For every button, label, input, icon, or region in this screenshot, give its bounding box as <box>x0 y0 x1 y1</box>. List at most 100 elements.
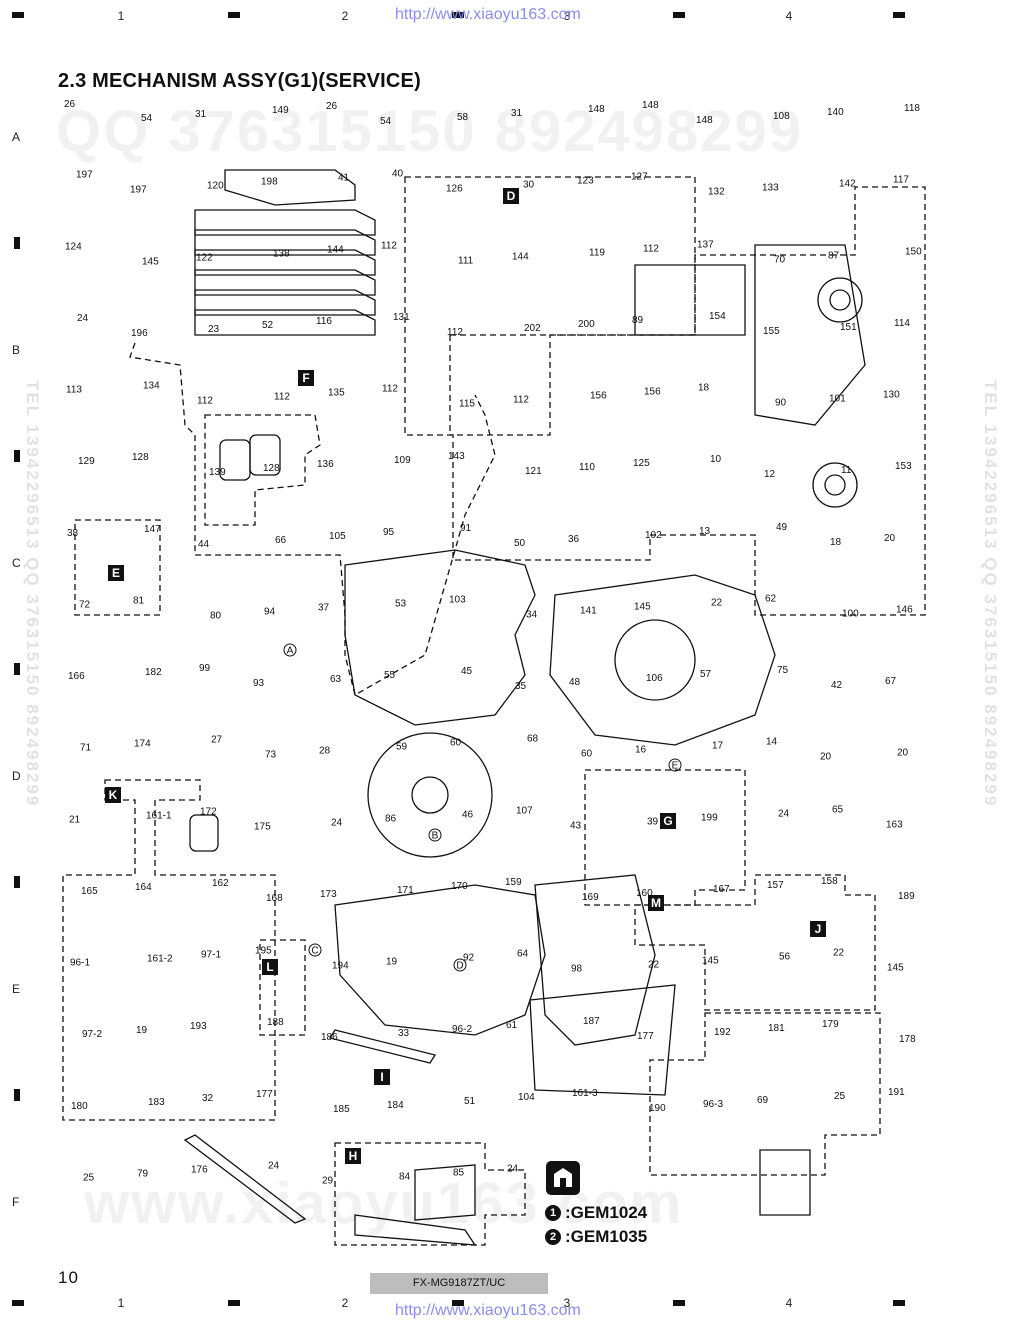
part-callout-number: 69 <box>757 1095 769 1106</box>
part-callout-number: 22 <box>711 597 723 608</box>
part-callout-number: 52 <box>262 320 274 331</box>
part-callout-number: 139 <box>209 467 226 478</box>
part-callout-number: 35 <box>515 681 527 692</box>
section-label: I <box>380 1070 383 1084</box>
part-callout-number: 170 <box>451 881 468 892</box>
part-callout-number: 176 <box>191 1164 208 1175</box>
part-callout-number: 173 <box>320 889 337 900</box>
row-mark <box>14 237 20 249</box>
grid-col-number: 4 <box>785 1296 793 1310</box>
part-callout-number: 145 <box>887 963 904 974</box>
part-callout-number: 145 <box>702 956 719 967</box>
part-callout-number: 187 <box>583 1016 600 1027</box>
part-callout-number: 154 <box>709 311 726 322</box>
part-callout-number: 54 <box>141 113 153 124</box>
section-label: H <box>349 1149 358 1163</box>
part-callout-number: 149 <box>272 105 289 116</box>
part-callout-number: 138 <box>273 248 290 259</box>
header-url-link[interactable]: http://www.xiaoyu163.com <box>395 6 581 23</box>
part-callout-number: 96-1 <box>70 958 90 969</box>
part-callout-number: 32 <box>202 1093 214 1104</box>
part-callout-number: 22 <box>648 960 660 971</box>
part-callout-number: 18 <box>698 383 710 394</box>
part-callout-number: 106 <box>646 673 663 684</box>
row-letter: D <box>12 769 21 783</box>
part-callout-number: 21 <box>69 814 81 825</box>
part-callout-number: 130 <box>883 390 900 401</box>
part-callout-number: 163 <box>886 819 903 830</box>
row-letter: F <box>12 1195 20 1209</box>
row-mark <box>14 450 20 462</box>
part-callout-number: 189 <box>898 891 915 902</box>
part-callout-number: 49 <box>776 522 788 533</box>
part-callout-number: 100 <box>842 608 859 619</box>
part-callout-number: 179 <box>822 1019 839 1030</box>
part-callout-number: 140 <box>827 107 844 118</box>
section-label: F <box>302 371 309 385</box>
part-callout-number: 202 <box>524 323 541 334</box>
legend: 1 :GEM1024 2 :GEM1035 <box>545 1160 647 1249</box>
part-callout-number: 117 <box>893 175 909 186</box>
part-callout-number: 65 <box>832 804 844 815</box>
part-callout-number: 171 <box>397 885 414 896</box>
row-mark <box>14 663 20 675</box>
part-callout-number: 60 <box>581 749 593 760</box>
part-callout-number: 128 <box>263 463 280 474</box>
part-callout-number: 27 <box>211 735 223 746</box>
part-callout-number: 164 <box>135 882 152 893</box>
part-callout-number: 192 <box>714 1027 731 1038</box>
grid-col-number: 1 <box>117 1296 125 1310</box>
part-callout-number: 20 <box>884 533 896 544</box>
part-callout-number: 37 <box>318 602 330 613</box>
part-callout-number: 36 <box>568 534 580 545</box>
circle-reference-marker <box>308 943 322 957</box>
part-callout-number: 18 <box>830 537 842 548</box>
part-callout-number: 101 <box>829 394 846 405</box>
part-callout-number: 54 <box>380 116 392 127</box>
part-callout-number: 159 <box>505 877 522 888</box>
grid-col-number: 2 <box>341 9 349 23</box>
part-callout-number: 177 <box>637 1031 654 1042</box>
part-callout-number: 56 <box>779 952 791 963</box>
part-callout-number: 87 <box>828 250 840 261</box>
part-callout-number: 89 <box>632 315 644 326</box>
part-callout-number: 181 <box>768 1023 785 1034</box>
part-callout-number: 24 <box>331 817 343 828</box>
part-callout-number: 145 <box>142 256 159 267</box>
part-callout-number: 34 <box>526 609 538 620</box>
part-callout-number: 153 <box>895 461 912 472</box>
part-callout-number: 13 <box>699 526 711 537</box>
part-callout-number: 61 <box>506 1020 518 1031</box>
circle-reference-marker <box>453 958 467 972</box>
part-callout-number: 66 <box>275 535 287 546</box>
grid-mark <box>228 1300 240 1306</box>
part-callout-number: 93 <box>253 678 265 689</box>
part-callout-number: 156 <box>644 387 661 398</box>
part-callout-number: 113 <box>66 385 82 396</box>
part-callout-number: 90 <box>775 398 787 409</box>
part-callout-number: 59 <box>396 742 408 753</box>
part-callout-number: 84 <box>399 1171 411 1182</box>
grid-mark <box>228 12 240 18</box>
part-callout-number: 24 <box>268 1160 280 1171</box>
part-callout-number: 10 <box>710 454 722 465</box>
part-callout-number: 180 <box>71 1101 88 1112</box>
part-callout-number: 148 <box>696 115 713 126</box>
part-callout-number: 71 <box>80 743 92 754</box>
grid-mark <box>452 1300 464 1306</box>
part-callout-number: 158 <box>821 876 838 887</box>
part-callout-number: 31 <box>511 108 523 119</box>
part-callout-number: 129 <box>78 456 95 467</box>
part-callout-number: 85 <box>453 1167 465 1178</box>
part-callout-number: 174 <box>134 739 151 750</box>
watermark-side-left: TEL 13942296513 QQ 376315150 892498299 <box>23 380 42 808</box>
part-callout-number: 112 <box>513 395 529 406</box>
part-callout-number: 60 <box>450 738 462 749</box>
legend-item: 1 :GEM1024 <box>545 1201 647 1225</box>
part-callout-number: 122 <box>196 252 213 263</box>
legend-marker-2: 2 <box>545 1229 561 1245</box>
footer-url-link[interactable]: http://www.xiaoyu163.com <box>395 1302 581 1319</box>
part-callout-number: 103 <box>449 594 466 605</box>
grid-mark <box>893 1300 905 1306</box>
part-callout-number: 198 <box>261 177 278 188</box>
